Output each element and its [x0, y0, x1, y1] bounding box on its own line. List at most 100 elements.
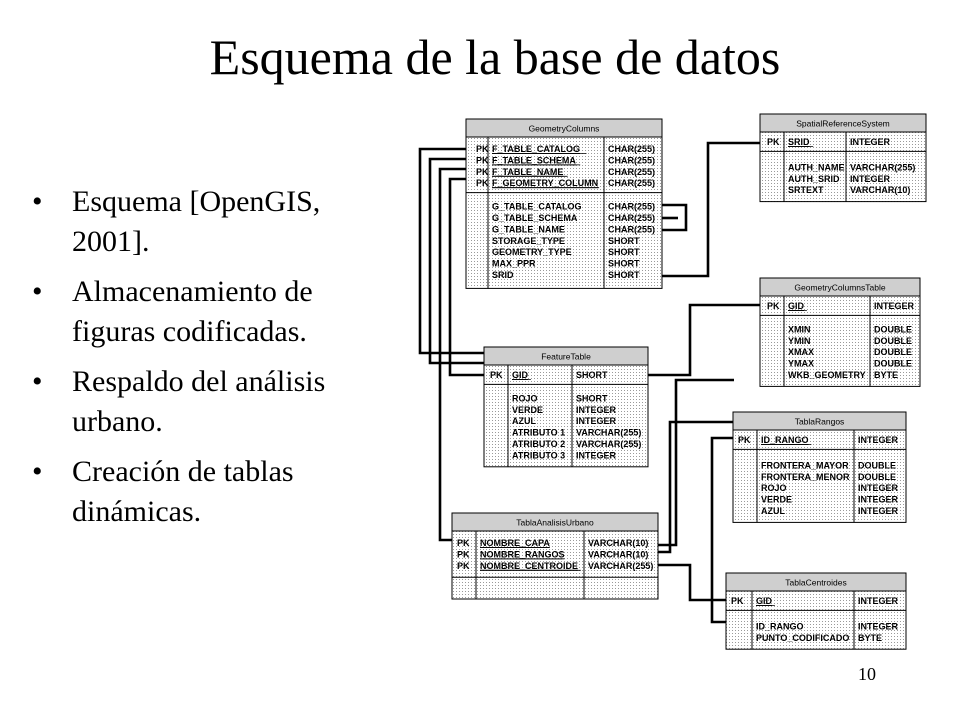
bullet-item: Creación de tablas dinámicas.	[30, 452, 380, 532]
field-type: SHORT	[608, 270, 640, 280]
field-type: SHORT	[576, 393, 608, 403]
field-name: MAX_PPR	[492, 259, 536, 269]
table-body	[465, 118, 663, 289]
field-type: CHAR(255)	[608, 202, 655, 212]
field-name: NOMBRE_RANGOS	[480, 549, 565, 559]
field-name: G_TABLE_NAME	[492, 224, 565, 234]
table-header	[759, 277, 921, 297]
field-name: NOMBRE_CENTROIDE	[480, 561, 578, 571]
field-name: ID_RANGO	[761, 435, 809, 445]
field-type: SHORT	[608, 259, 640, 269]
field-type: VARCHAR(10)	[850, 185, 910, 195]
field-type: CHAR(255)	[608, 224, 655, 234]
field-name: WKB_GEOMETRY	[788, 370, 866, 380]
field-name: VERDE	[761, 495, 792, 505]
page-number: 10	[858, 664, 876, 684]
field-type: INTEGER	[850, 137, 891, 147]
field-name: VERDE	[512, 405, 543, 415]
field-name: SRID	[492, 270, 514, 280]
table-header	[732, 411, 907, 431]
field-name: ROJO	[512, 393, 538, 403]
field-name: G_TABLE_SCHEMA	[492, 213, 578, 223]
field-name: F_TABLE_SCHEMA	[492, 155, 576, 165]
field-key: PK	[490, 370, 503, 380]
field-key: PK	[767, 137, 780, 147]
field-name: ATRIBUTO 3	[512, 450, 565, 460]
table-header	[483, 346, 649, 366]
relationship-line	[648, 303, 760, 377]
field-type: CHAR(255)	[608, 213, 655, 223]
field-name: GID	[756, 596, 773, 606]
field-name: AZUL	[512, 416, 536, 426]
field-type: DOUBLE	[874, 324, 912, 334]
relationship-line	[662, 203, 688, 232]
field-name: FRONTERA_MAYOR	[761, 460, 849, 470]
field-name: ATRIBUTO 2	[512, 439, 565, 449]
field-type: VARCHAR(255)	[850, 162, 915, 172]
relationship-line	[710, 436, 733, 624]
table-name: TablaAnalisisUrbano	[516, 518, 594, 528]
field-key: PK	[457, 538, 470, 548]
field-name: NOMBRE_CAPA	[480, 538, 550, 548]
field-type: BYTE	[858, 633, 882, 643]
field-type: DOUBLE	[874, 359, 912, 369]
field-name: XMAX	[788, 347, 814, 357]
field-name: ID_RANGO	[756, 621, 804, 631]
field-name: SRTEXT	[788, 185, 824, 195]
table-name: FeatureTable	[541, 352, 591, 362]
field-key: PK	[767, 301, 780, 311]
relationship-line	[662, 141, 760, 278]
field-name: F_GEOMETRY_COLUMN	[492, 178, 598, 188]
relationship-line	[658, 420, 733, 554]
field-type: CHAR(255)	[608, 155, 655, 165]
field-name: FRONTERA_MENOR	[761, 472, 850, 482]
table-name: TablaRangos	[795, 417, 845, 427]
slide-title: Esquema de la base de datos	[209, 29, 781, 85]
table-body	[483, 346, 649, 468]
field-name: YMIN	[788, 336, 811, 346]
bullet-item: Respaldo del análisis urbano.	[30, 362, 380, 442]
field-key: PK	[476, 155, 489, 165]
field-name: AUTH_NAME	[788, 162, 845, 172]
field-type: INTEGER	[858, 435, 899, 445]
bullet-list: Esquema [OpenGIS, 2001]. Almacenamiento …	[30, 182, 380, 542]
bullet-item: Almacenamiento de figuras codificadas.	[30, 272, 380, 352]
table-header	[451, 512, 659, 532]
field-type: VARCHAR(255)	[576, 439, 641, 449]
field-type: DOUBLE	[858, 472, 896, 482]
table-header	[725, 572, 907, 592]
table-name: SpatialReferenceSystem	[796, 119, 890, 129]
field-type: BYTE	[874, 370, 898, 380]
field-type: INTEGER	[858, 621, 899, 631]
table-name: TablaCentroides	[785, 578, 846, 588]
field-key: PK	[476, 144, 489, 154]
field-type: INTEGER	[858, 483, 899, 493]
field-key: PK	[476, 167, 489, 177]
bullet-item: Esquema [OpenGIS, 2001].	[30, 182, 380, 262]
field-type: CHAR(255)	[608, 167, 655, 177]
field-type: CHAR(255)	[608, 144, 655, 154]
field-type: INTEGER	[576, 405, 617, 415]
field-name: GID	[512, 370, 529, 380]
field-type: CHAR(255)	[608, 178, 655, 188]
field-name: XMIN	[788, 324, 811, 334]
field-key: PK	[476, 178, 489, 188]
relationship-line	[448, 177, 484, 377]
field-type: INTEGER	[858, 506, 899, 516]
field-type: VARCHAR(255)	[588, 561, 653, 571]
field-name: F_TABLE_NAME	[492, 167, 563, 177]
table-name: GeometryColumnsTable	[794, 283, 885, 293]
field-name: SRID	[788, 137, 810, 147]
field-name: AUTH_SRID	[788, 174, 840, 184]
field-type: INTEGER	[858, 596, 899, 606]
field-type: DOUBLE	[858, 460, 896, 470]
field-type: SHORT	[608, 236, 640, 246]
field-type: VARCHAR(10)	[588, 538, 648, 548]
